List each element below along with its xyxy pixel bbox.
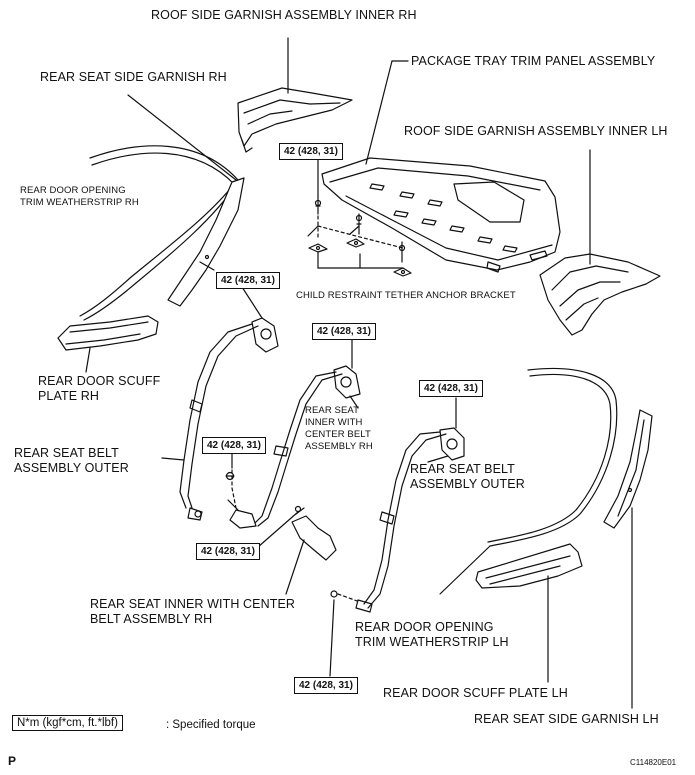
label-door-weatherstrip-rh-1: REAR DOOR OPENING: [20, 185, 126, 196]
torque-label-inner-center-anchor: 42 (428, 31): [312, 323, 376, 340]
leader-center-buckle: [285, 539, 305, 595]
label-belt-outer-left-2: ASSEMBLY OUTER: [14, 461, 129, 475]
center-belt-buckle: [291, 505, 337, 561]
tether-anchor-brackets: [307, 195, 412, 277]
label-inner-center-belt-bottom-2: BELT ASSEMBLY RH: [90, 612, 213, 626]
leader-torque-bottom: [329, 599, 335, 677]
label-inner-center-belt-4: ASSEMBLY RH: [305, 441, 373, 452]
label-package-tray: PACKAGE TRAY TRIM PANEL ASSEMBLY: [411, 54, 656, 68]
leader-belt-outer-left: [161, 457, 185, 461]
leader-outer-right-label: [427, 455, 449, 463]
torque-label-belt-outer-left-anchor: 42 (428, 31): [216, 272, 280, 289]
label-inner-center-belt-1: REAR SEAT: [305, 405, 360, 416]
scuff-plate-lh: [475, 543, 583, 589]
label-door-weatherstrip-lh-1: REAR DOOR OPENING: [355, 620, 494, 634]
torque-label-belt-lower: 42 (428, 31): [202, 437, 266, 454]
leader-torque-left: [241, 286, 263, 319]
label-inner-center-belt-3: CENTER BELT: [305, 429, 371, 440]
rear-seat-side-garnish-lh: [603, 409, 653, 529]
label-rear-seat-side-garnish-rh: REAR SEAT SIDE GARNISH RH: [40, 70, 227, 84]
seat-belt-inner-center: [227, 365, 361, 529]
label-rear-seat-side-garnish-lh: REAR SEAT SIDE GARNISH LH: [474, 712, 659, 726]
seat-belt-outer-left: [179, 317, 279, 521]
legend-text: : Specified torque: [166, 719, 256, 731]
label-belt-outer-left-1: REAR SEAT BELT: [14, 446, 119, 460]
label-belt-outer-right-2: ASSEMBLY OUTER: [410, 477, 525, 491]
corner-code-left: P: [8, 754, 17, 768]
label-inner-center-belt-bottom-1: REAR SEAT INNER WITH CENTER: [90, 597, 296, 611]
roof-side-garnish-inner-lh: [539, 253, 661, 336]
torque-label-buckle: 42 (428, 31): [196, 543, 260, 560]
leader-package-tray-2: [365, 60, 393, 165]
label-roof-side-garnish-inner-rh: ROOF SIDE GARNISH ASSEMBLY INNER RH: [151, 8, 417, 22]
label-door-weatherstrip-lh-2: TRIM WEATHERSTRIP LH: [355, 635, 509, 649]
weatherstrip-lh: [487, 367, 618, 547]
torque-label-belt-outer-right-anchor: 42 (428, 31): [419, 380, 483, 397]
label-scuff-plate-lh: REAR DOOR SCUFF PLATE LH: [383, 686, 568, 700]
leader-scuff-rh: [85, 347, 91, 373]
label-child-restraint: CHILD RESTRAINT TETHER ANCHOR BRACKET: [296, 290, 516, 301]
seat-belt-outer-right: [330, 427, 465, 613]
label-belt-outer-right-1: REAR SEAT BELT: [410, 462, 515, 476]
label-scuff-plate-rh-2: PLATE RH: [38, 389, 99, 403]
leader-weatherstrip-lh: [439, 545, 491, 595]
weatherstrip-rh: [79, 145, 239, 321]
label-scuff-plate-rh-1: REAR DOOR SCUFF: [38, 374, 161, 388]
roof-side-garnish-inner-rh: [237, 87, 353, 153]
rear-seat-side-garnish-rh: [167, 177, 245, 307]
leader-garnish-rh: [127, 94, 237, 181]
torque-label-bottom: 42 (428, 31): [294, 677, 358, 694]
scuff-plate-rh: [57, 315, 159, 351]
label-roof-side-garnish-inner-lh: ROOF SIDE GARNISH ASSEMBLY INNER LH: [404, 124, 668, 138]
label-inner-center-belt-2: INNER WITH: [305, 417, 363, 428]
torque-label-package-tray: 42 (428, 31): [279, 143, 343, 160]
legend-unit-box: N*m (kgf*cm, ft.*lbf): [12, 715, 123, 731]
leader-torque-bottom-left: [257, 511, 299, 548]
leader-rear-inner-center: [349, 395, 359, 409]
label-door-weatherstrip-rh-2: TRIM WEATHERSTRIP RH: [20, 197, 139, 208]
package-tray-panel: [321, 157, 561, 273]
corner-code-right: C114820E01: [630, 758, 677, 767]
